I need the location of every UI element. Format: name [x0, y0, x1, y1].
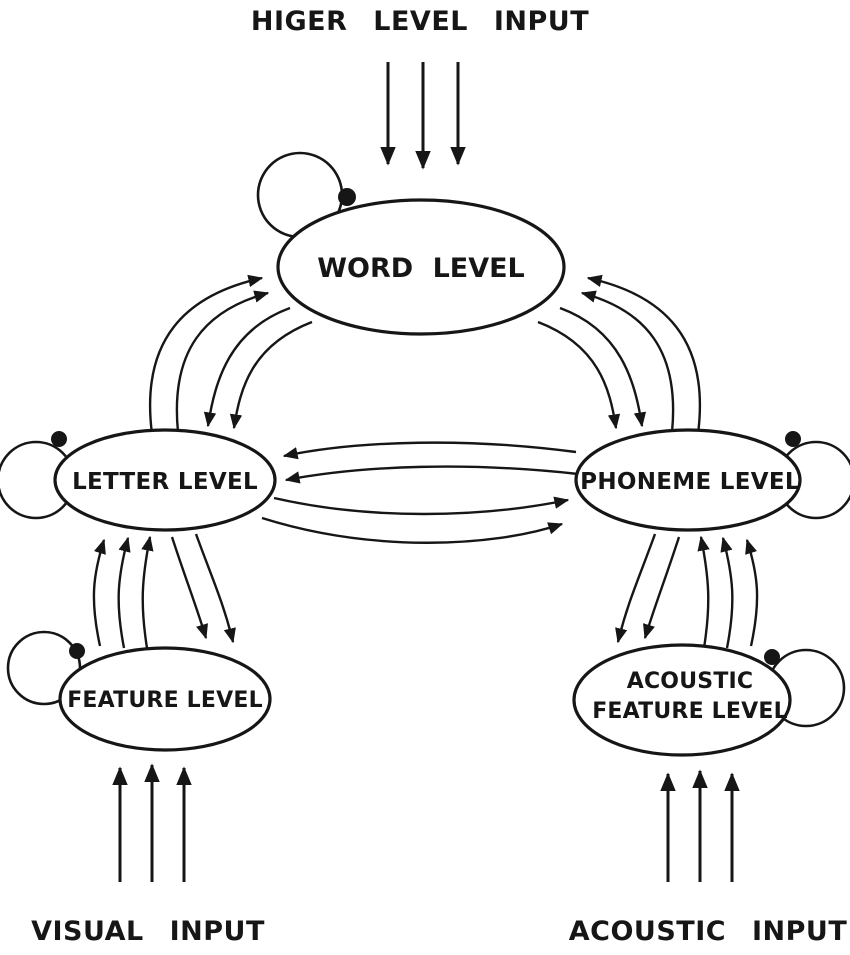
acoustic-input-arrows	[660, 769, 740, 882]
feature-loop-dot	[69, 643, 85, 659]
letter-level-node	[53, 428, 277, 532]
letter-loop-dot	[51, 431, 67, 447]
edge-letter-phoneme	[261, 441, 579, 544]
acoustic-feature-level-label-line1: ACOUSTIC	[627, 669, 754, 694]
acoustic-feature-level-node	[572, 643, 792, 757]
visual-input-arrows	[112, 763, 192, 882]
feature-level-node	[58, 646, 272, 752]
acoustic-input-label: ACOUSTIC INPUT	[569, 916, 848, 947]
feature-level-label: FEATURE LEVEL	[67, 688, 263, 713]
edge-letter-feature	[92, 533, 236, 649]
acoustic-feature-loop-dot	[764, 649, 780, 665]
phoneme-loop-dot	[785, 431, 801, 447]
phoneme-level-node	[574, 428, 802, 532]
visual-input-label: VISUAL INPUT	[31, 916, 265, 947]
phoneme-level-label: PHONEME LEVEL	[580, 469, 800, 495]
edge-word-phoneme	[537, 274, 702, 435]
higher-level-input-arrows	[380, 62, 466, 170]
edge-phoneme-acoustic-feature	[615, 533, 759, 649]
acoustic-feature-level-label-line2: FEATURE LEVEL	[592, 699, 788, 724]
word-loop-dot	[338, 188, 356, 206]
letter-level-label: LETTER LEVEL	[72, 469, 258, 495]
word-level-node	[276, 198, 566, 336]
higher-level-input-label: HIGER LEVEL INPUT	[251, 6, 589, 37]
word-level-label: WORD LEVEL	[317, 253, 525, 284]
edge-word-letter	[148, 274, 313, 435]
